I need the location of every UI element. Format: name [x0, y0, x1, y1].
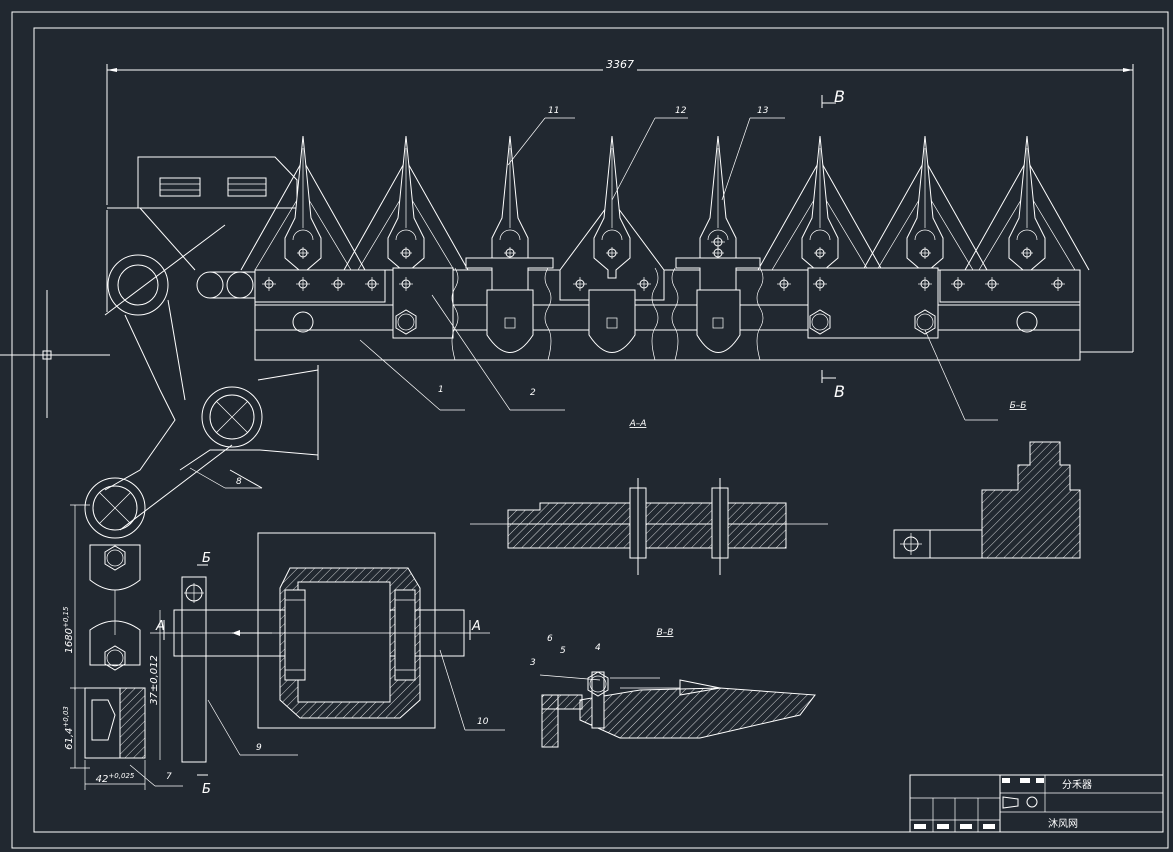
gearbox-view: A A Б Б: [150, 532, 490, 797]
view-aa-label: A–A: [629, 419, 647, 429]
part-label-10: 10: [477, 717, 489, 727]
part-label-1: 1: [438, 385, 444, 395]
hole-width-tolerance: +0,025: [108, 772, 134, 780]
left-vertical-view: 1680+0,15 61,4+0,03 42+0,025 37±0,012: [62, 477, 161, 790]
title-block: 分禾器 沐风网: [909, 774, 1164, 833]
height-dim-tolerance: +0,15: [62, 606, 70, 628]
part-label-8: 8: [236, 477, 242, 487]
part-label-11: 11: [548, 106, 559, 116]
hole-height-label: 61,4: [64, 728, 75, 750]
part-label-5: 5: [560, 646, 566, 656]
drawing-name: 分禾器: [1062, 779, 1092, 791]
height-dim-label: 1680: [64, 628, 75, 653]
part-label-6: 6: [547, 634, 553, 644]
section-b-bottom-label: B: [834, 382, 845, 401]
part-label-12: 12: [675, 106, 687, 116]
section-be-top-label: Б: [202, 551, 211, 566]
overall-length-label: 3367: [606, 58, 634, 71]
section-be-bottom-label: Б: [202, 782, 211, 797]
section-b-top-label: B: [834, 87, 845, 106]
svg-text:42+0,025: 42+0,025: [96, 772, 135, 785]
inner-frame: [33, 27, 1164, 833]
view-bebe-label: Б–Б: [1010, 401, 1027, 411]
hole-width-label: 42: [96, 774, 109, 785]
section-a-left-label: A: [155, 619, 165, 634]
view-bb-label: B–B: [657, 628, 674, 638]
section-a-right-label: A: [471, 619, 481, 634]
part-label-7: 7: [166, 772, 172, 782]
shaft-offset-label: 37±0,012: [149, 655, 160, 705]
part-label-4: 4: [595, 643, 601, 653]
cutter-bar-assembly: [104, 135, 1090, 531]
section-bb: B–B: [539, 628, 816, 748]
outer-frame: [11, 11, 1169, 849]
hole-height-tolerance: +0,03: [62, 706, 70, 727]
company-name: 沐风网: [1048, 817, 1078, 830]
projection-symbol-icon: [1026, 796, 1038, 808]
part-label-13: 13: [757, 106, 769, 116]
overall-dimension: 3367: [106, 58, 1134, 353]
leaders: [129, 117, 998, 787]
shaft-section-aa: A–A: [470, 419, 828, 575]
svg-text:61,4+0,03: 61,4+0,03: [62, 706, 75, 750]
part-label-3: 3: [530, 658, 536, 668]
svg-text:1680+0,15: 1680+0,15: [62, 606, 75, 653]
section-bebe: Б–Б: [893, 401, 1081, 559]
part-number-labels: 1 2 3 4 5 6 7 8 9 10 11 12 13: [166, 106, 769, 782]
part-label-2: 2: [530, 388, 536, 398]
crosshair-marker: [0, 290, 110, 418]
section-b-markers: B B: [821, 87, 845, 401]
part-label-9: 9: [256, 743, 262, 753]
